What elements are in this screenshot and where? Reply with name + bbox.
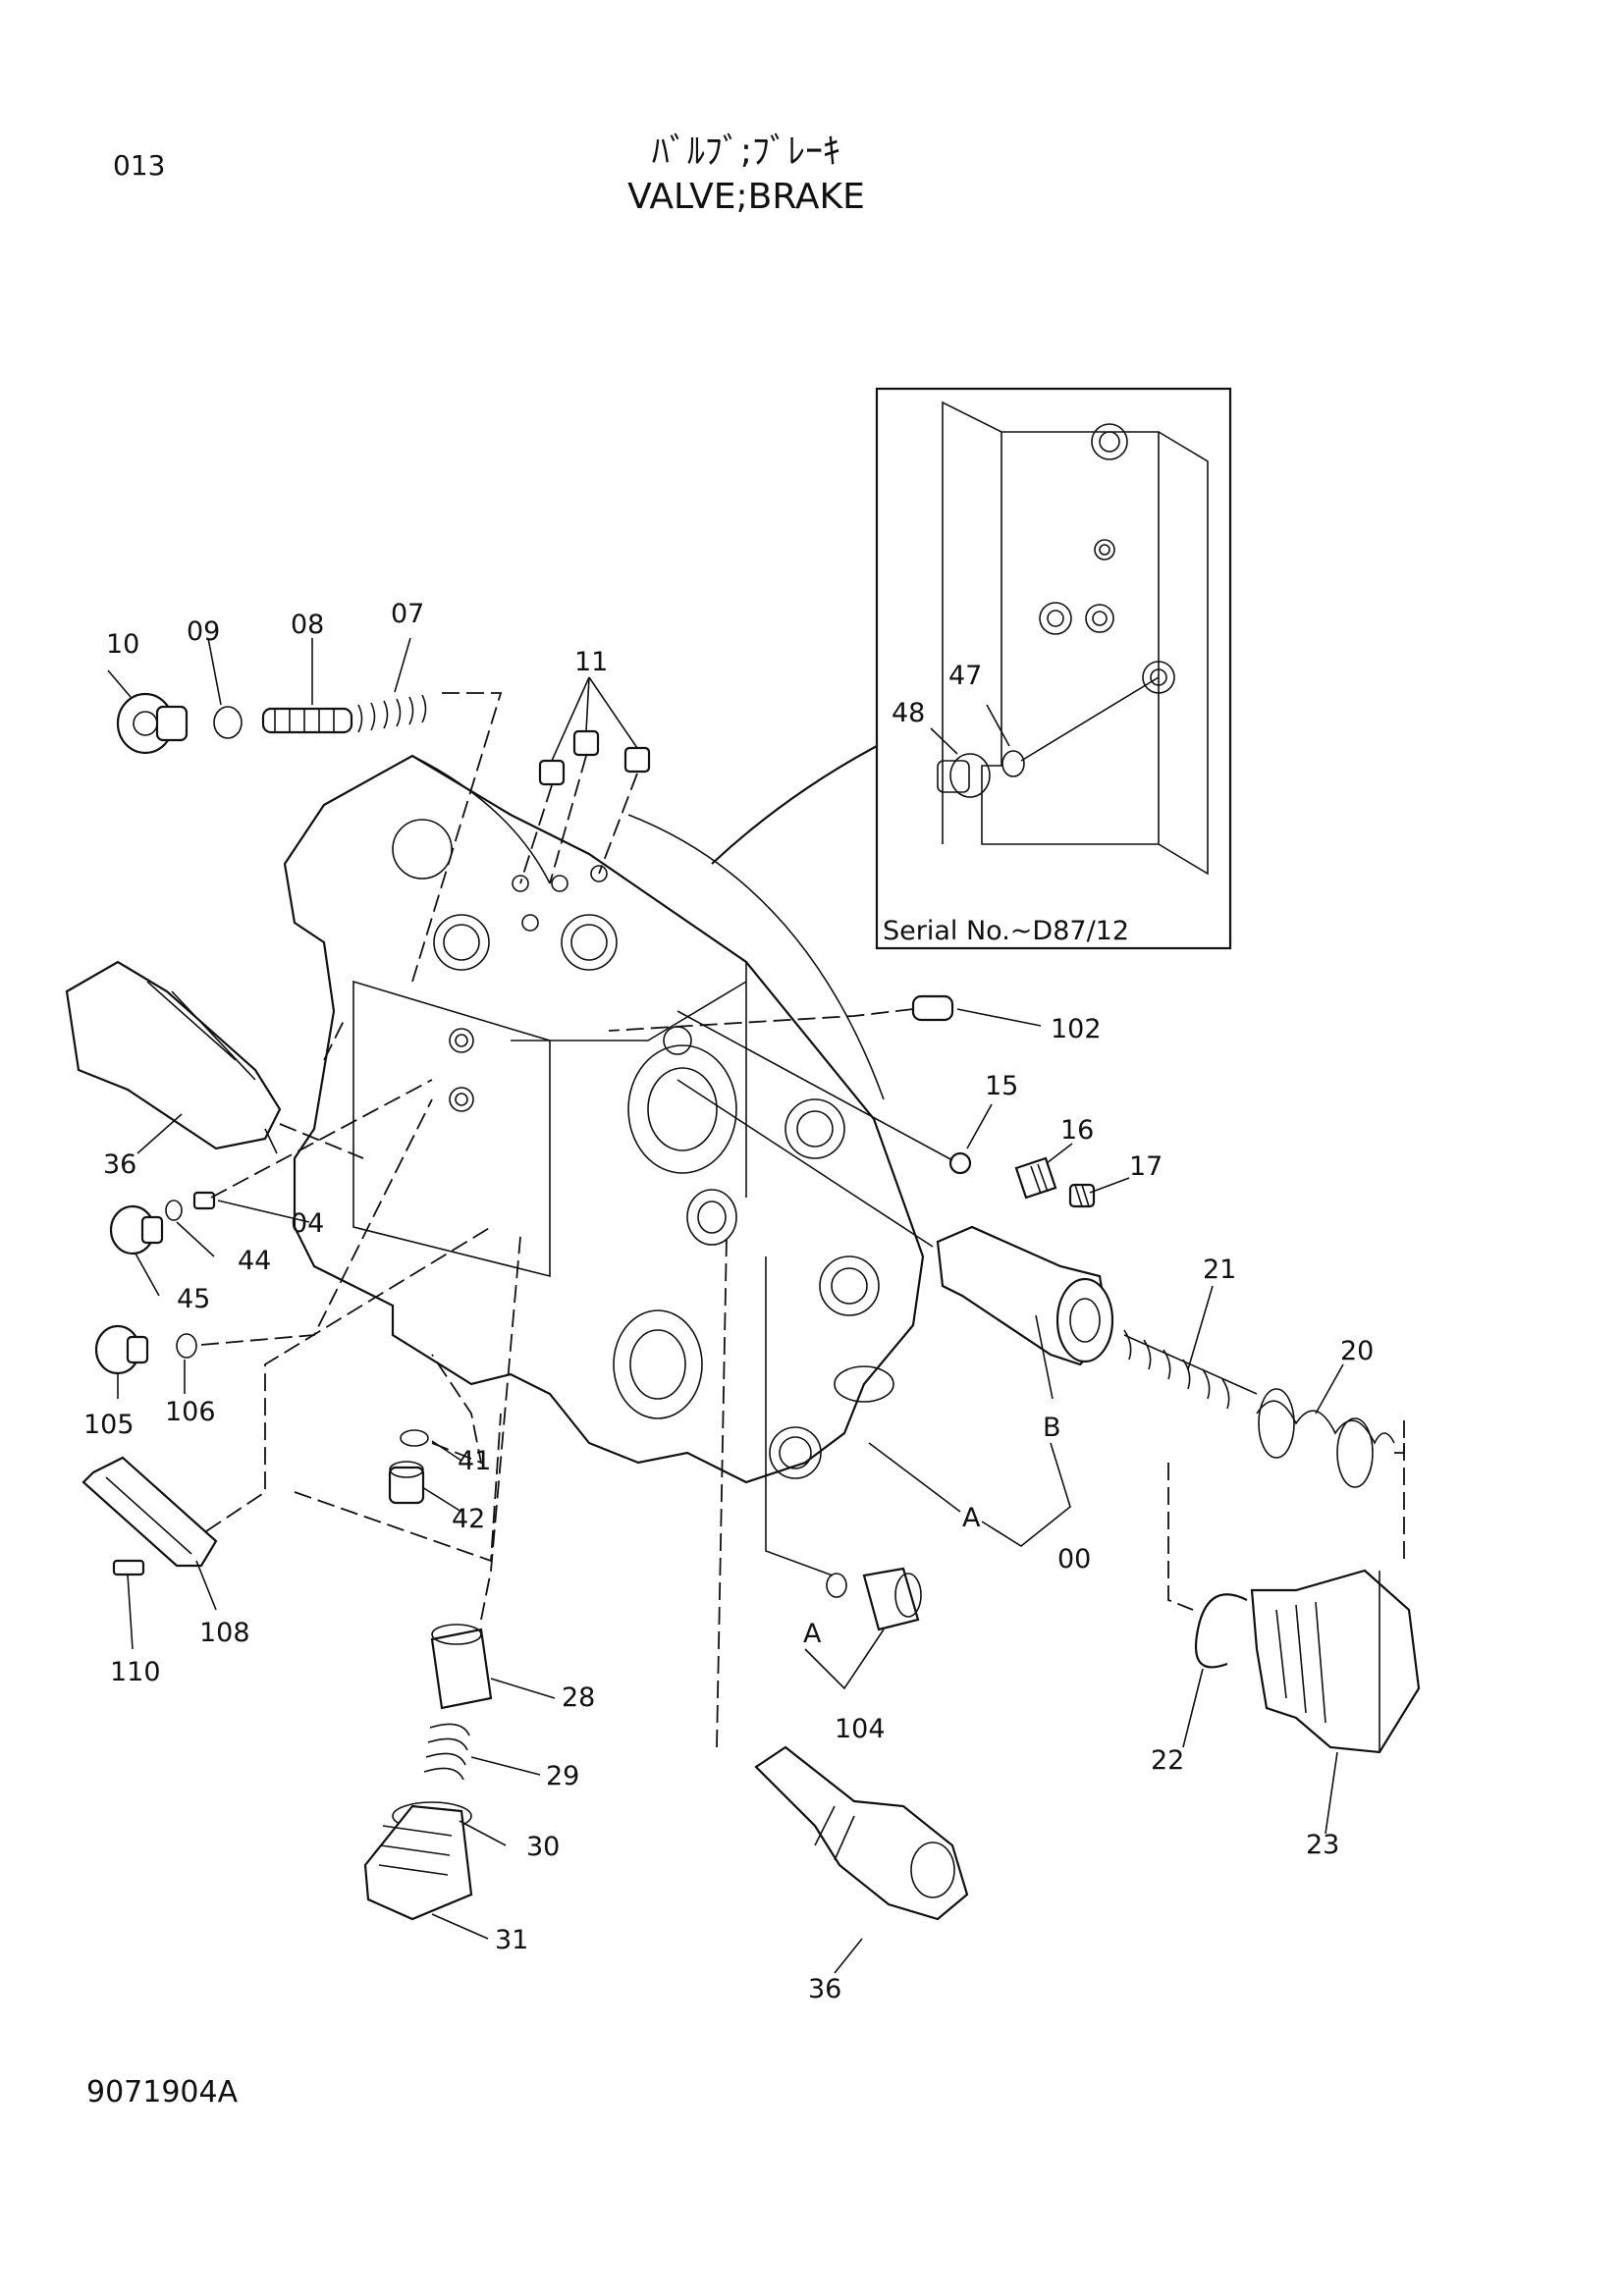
callout-B: B	[1043, 1413, 1061, 1443]
callout-08: 08	[291, 610, 324, 640]
top-left-parts: 10 09 08 07	[106, 599, 503, 1061]
callout-20: 20	[1340, 1336, 1374, 1366]
callout-11: 11	[574, 647, 608, 677]
callout-00: 00	[1057, 1544, 1091, 1575]
plugs-11: 11	[519, 647, 651, 884]
inset-serial-label: Serial No.~D87/12	[883, 916, 1129, 946]
callout-22: 22	[1151, 1745, 1184, 1776]
drawing-number: 9071904A	[86, 2075, 239, 2109]
callout-16: 16	[1060, 1115, 1094, 1146]
callout-106: 106	[165, 1397, 216, 1427]
assembly-00: A 00	[868, 1442, 1091, 1575]
title-english: VALVE;BRAKE	[627, 177, 865, 217]
callout-110: 110	[110, 1657, 161, 1687]
callout-21: 21	[1203, 1255, 1236, 1285]
callout-102: 102	[1051, 1014, 1102, 1044]
inset-leader	[711, 745, 878, 865]
callout-23: 23	[1306, 1830, 1339, 1860]
valve-housing	[283, 754, 925, 1484]
callout-10: 10	[106, 629, 139, 660]
callout-17: 17	[1129, 1151, 1163, 1182]
callout-105: 105	[83, 1410, 135, 1440]
callout-09: 09	[187, 616, 220, 647]
plug-23: 22 23	[1151, 1443, 1421, 1860]
screw-104: A 104	[765, 1256, 922, 1744]
callout-36-lower: 36	[808, 1974, 841, 2004]
callout-30: 30	[526, 1832, 560, 1862]
callout-07: 07	[391, 599, 424, 629]
callout-41: 41	[458, 1446, 491, 1476]
callout-108: 108	[199, 1618, 250, 1648]
piston-springs: 21 20 B	[676, 1079, 1405, 1488]
parts-15-17: 15 16 17	[676, 1010, 1163, 1208]
callout-31: 31	[495, 1925, 528, 1955]
callout-48: 48	[892, 698, 925, 728]
callout-A2: A	[803, 1619, 822, 1649]
callout-42: 42	[452, 1504, 485, 1534]
inset-detail: Serial No.~D87/12 48 47	[875, 387, 1232, 950]
stack-28-31: 28 29 30 31	[363, 1236, 595, 1955]
callout-36-upper: 36	[103, 1149, 136, 1180]
screws-left: 04 44 45	[109, 1079, 433, 1314]
callout-28: 28	[562, 1682, 595, 1713]
plug-102: 102	[608, 994, 1102, 1044]
callout-04: 04	[291, 1208, 324, 1239]
title-japanese: ﾊﾞﾙﾌﾞ;ﾌﾞﾚｰｷ	[651, 132, 841, 172]
parts-41-42: 41 42	[294, 1354, 502, 1563]
cover-108: 108 110	[81, 1226, 492, 1687]
callout-15: 15	[985, 1071, 1018, 1101]
callout-44: 44	[238, 1246, 271, 1276]
page-number: 013	[113, 149, 166, 182]
cartridge-lower: 36	[716, 1236, 969, 2004]
callout-47: 47	[948, 661, 982, 691]
callout-29: 29	[546, 1761, 579, 1791]
callout-45: 45	[177, 1284, 210, 1314]
callout-104: 104	[835, 1714, 886, 1744]
callout-A: A	[962, 1503, 981, 1533]
cartridge-upper-left: 36	[65, 960, 364, 1180]
